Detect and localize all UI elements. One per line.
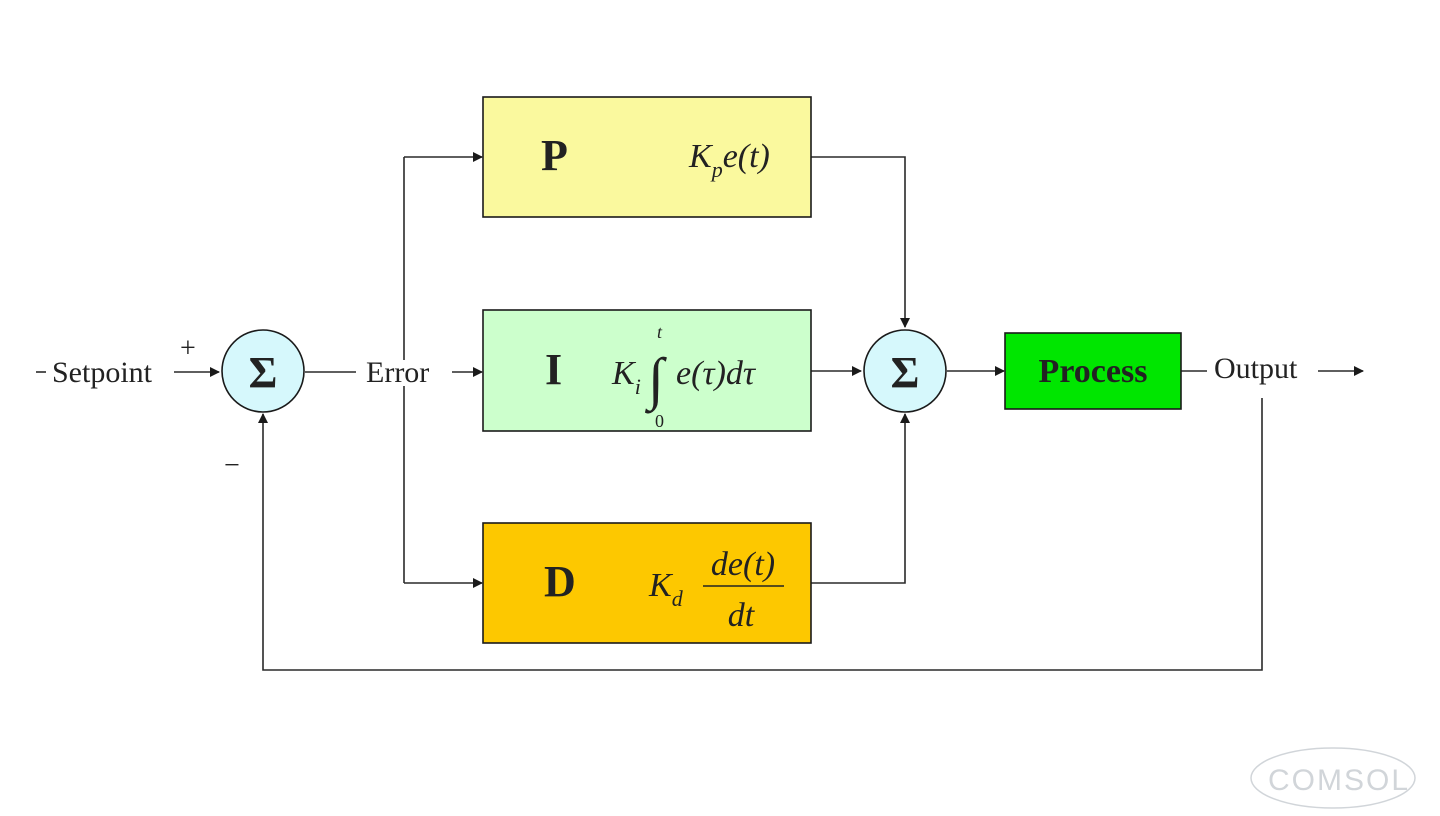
- setpoint-label: Setpoint: [52, 356, 153, 389]
- d-numerator: de(t): [711, 546, 775, 583]
- p-letter: P: [541, 131, 568, 180]
- d-gain-symbol: K: [648, 567, 674, 604]
- watermark-ellipse: [1250, 747, 1416, 809]
- i-block: I Ki ∫ t 0 e(τ)dτ: [482, 309, 812, 432]
- summing-junction-output-circle: [863, 329, 947, 413]
- watermark-text: COMSOL: [1268, 764, 1410, 797]
- d-gain-subscript: d: [672, 586, 684, 611]
- feedback-loop-arrow: [258, 398, 1263, 671]
- d-block-rect: [482, 522, 812, 644]
- d-formula-gain: Kd: [648, 567, 684, 611]
- d-block: D Kd de(t) dt: [482, 522, 812, 644]
- comsol-watermark: COMSOL: [1250, 747, 1416, 809]
- i-integrand: e(τ)dτ: [676, 355, 757, 392]
- output-label: Output: [1214, 352, 1298, 385]
- p-to-sum-arrow: [811, 156, 910, 328]
- p-block-rect: [482, 96, 812, 218]
- integral-sign: ∫: [644, 346, 667, 414]
- p-formula-rest: e(t): [723, 138, 770, 175]
- summing-symbol-output: Σ: [891, 348, 920, 397]
- summing-junction-input: Σ: [221, 329, 305, 413]
- i-block-rect: [482, 309, 812, 432]
- i-gain-subscript: i: [635, 374, 641, 399]
- summing-junction-output: Σ: [863, 329, 947, 413]
- error-label: Error: [366, 356, 429, 389]
- i-letter: I: [545, 345, 562, 394]
- p-gain-symbol: K: [688, 138, 714, 175]
- plus-sign: +: [180, 333, 196, 364]
- d-letter: D: [544, 557, 576, 606]
- process-block: Process: [1004, 332, 1182, 410]
- minus-sign: −: [224, 450, 240, 481]
- i-lower-limit: 0: [655, 411, 664, 431]
- i-formula-gain: Ki: [611, 355, 641, 399]
- p-formula: Kpe(t): [688, 138, 770, 182]
- summing-junction-input-circle: [221, 329, 305, 413]
- process-label: Process: [1039, 353, 1148, 390]
- wires: [36, 152, 1364, 671]
- d-denominator: dt: [728, 597, 756, 634]
- i-upper-limit: t: [657, 322, 663, 342]
- p-block: P Kpe(t): [482, 96, 812, 218]
- summing-symbol-input: Σ: [249, 348, 278, 397]
- i-gain-symbol: K: [611, 355, 637, 392]
- process-block-rect: [1004, 332, 1182, 410]
- d-to-sum-arrow: [811, 413, 910, 584]
- p-gain-subscript: p: [710, 157, 723, 182]
